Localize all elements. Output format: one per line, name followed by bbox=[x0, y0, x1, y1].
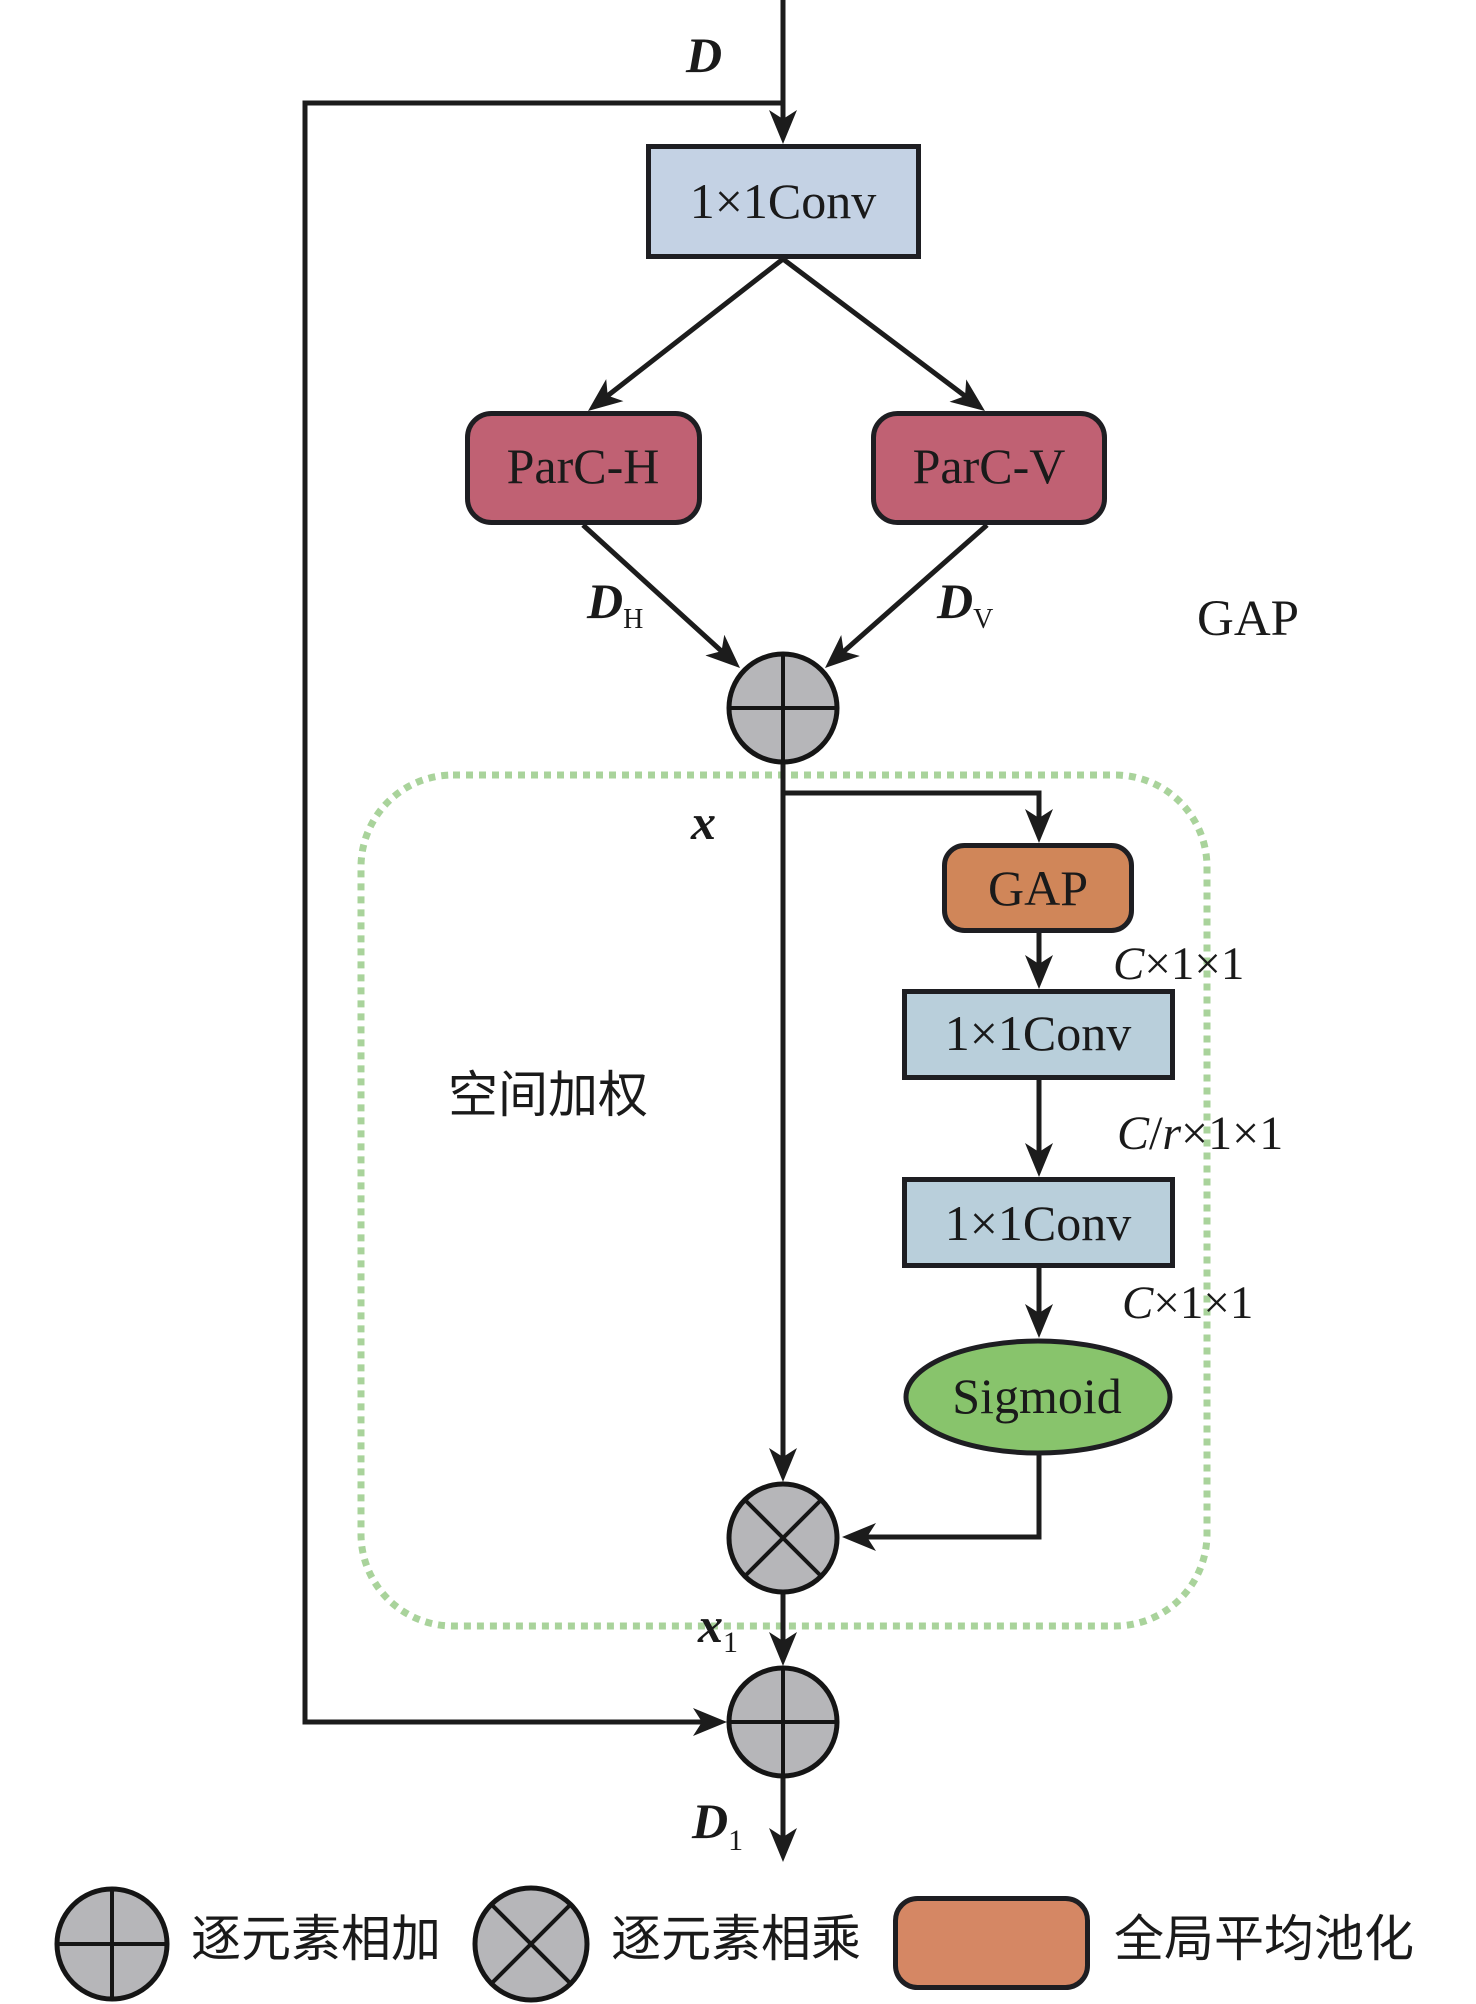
dim-label-after-gap-rest: ×1×1 bbox=[1144, 938, 1244, 990]
sigmoid-ellipse bbox=[903, 1338, 1173, 1456]
conv-1x1-top-label: 1×1Conv bbox=[690, 173, 877, 229]
label-d-v: DV bbox=[936, 573, 993, 635]
conv-1x1-top: 1×1Conv bbox=[646, 144, 921, 259]
conv-1x1-reduce: 1×1Conv bbox=[902, 989, 1175, 1080]
label-d-v-main: D bbox=[936, 573, 973, 629]
stray-gap-label: GAP bbox=[1197, 591, 1299, 647]
parc-h-box bbox=[465, 411, 702, 525]
gap-box bbox=[942, 843, 1134, 933]
parc-v-block: ParC-V bbox=[871, 411, 1107, 525]
dim-label-after-reduce: C/r×1×1 bbox=[1117, 1107, 1283, 1160]
dim-label-after-reduce-rest: ×1×1 bbox=[1181, 1107, 1283, 1160]
element-wise-add-output-icon bbox=[726, 1665, 840, 1779]
input-label-d: D bbox=[685, 27, 722, 83]
sigmoid-label: Sigmoid bbox=[952, 1368, 1121, 1424]
legend-label-gap: 全局平均池化 bbox=[1114, 1910, 1414, 1968]
label-x: x bbox=[690, 794, 716, 850]
spatial-weighting-label: 空间加权 bbox=[448, 1066, 648, 1124]
element-wise-multiply-icon bbox=[726, 1481, 840, 1595]
label-d-h: DH bbox=[586, 573, 643, 635]
conv-1x1-reduce-label: 1×1Conv bbox=[945, 1005, 1132, 1061]
dim-label-after-reduce-var1: C bbox=[1117, 1107, 1150, 1160]
legend-element-wise-multiply-icon bbox=[472, 1885, 590, 2003]
residual-skip-arrow bbox=[302, 100, 783, 1736]
conv-1x1-expand-box bbox=[902, 1177, 1175, 1268]
conv-1x1-top-box bbox=[646, 144, 921, 259]
conv-1x1-expand: 1×1Conv bbox=[902, 1177, 1175, 1268]
dim-label-after-reduce-var2: r bbox=[1162, 1107, 1181, 1160]
conv-1x1-reduce-box bbox=[902, 989, 1175, 1080]
legend: 逐元素相加 逐元素相乘 全局平均池化 bbox=[54, 1885, 1414, 2003]
legend-item-gap: 全局平均池化 bbox=[893, 1896, 1414, 1990]
element-wise-add-icon bbox=[726, 651, 840, 765]
arrow-conv-to-parc-v bbox=[781, 257, 985, 412]
label-d-h-main: D bbox=[586, 573, 623, 629]
arrow-conv-to-parc-h bbox=[587, 257, 785, 412]
label-x1: x1 bbox=[697, 1597, 738, 1659]
parc-h-label: ParC-H bbox=[507, 438, 660, 494]
parc-v-label: ParC-V bbox=[913, 438, 1066, 494]
dim-label-after-expand: C×1×1 bbox=[1122, 1277, 1253, 1329]
output-label-d1: D1 bbox=[691, 1793, 743, 1857]
label-x1-sub: 1 bbox=[723, 1626, 738, 1659]
arrow-sigmoid-to-multiply bbox=[842, 1453, 1042, 1551]
dim-label-after-reduce-slash: / bbox=[1149, 1107, 1163, 1160]
legend-item-multiply: 逐元素相乘 bbox=[472, 1885, 861, 2003]
arrow-parc-h-to-add bbox=[581, 523, 741, 668]
legend-global-average-pooling-icon bbox=[893, 1896, 1090, 1990]
label-x1-main: x bbox=[697, 1597, 723, 1653]
arrow-parc-v-to-add bbox=[825, 523, 989, 668]
gap-block: GAP bbox=[942, 843, 1134, 933]
label-d-h-sub: H bbox=[623, 604, 643, 635]
arrow-x-to-gap bbox=[783, 790, 1053, 843]
dim-label-after-expand-rest: ×1×1 bbox=[1153, 1277, 1253, 1329]
parc-v-box bbox=[871, 411, 1107, 525]
legend-label-multiply: 逐元素相乘 bbox=[611, 1910, 861, 1968]
dim-label-after-gap: C×1×1 bbox=[1113, 938, 1244, 990]
dim-label-after-gap-var: C bbox=[1113, 938, 1145, 990]
legend-label-add: 逐元素相加 bbox=[191, 1910, 441, 1968]
dim-label-after-expand-var: C bbox=[1122, 1277, 1154, 1329]
conv-1x1-expand-label: 1×1Conv bbox=[945, 1195, 1132, 1251]
sigmoid-block: Sigmoid bbox=[903, 1338, 1173, 1456]
gap-label: GAP bbox=[988, 860, 1088, 916]
parc-h-block: ParC-H bbox=[465, 411, 702, 525]
legend-item-add: 逐元素相加 bbox=[54, 1886, 441, 2002]
legend-element-wise-add-icon bbox=[54, 1886, 170, 2002]
label-d-v-sub: V bbox=[973, 604, 993, 635]
output-label-d1-main: D bbox=[691, 1793, 728, 1849]
output-label-d1-sub: 1 bbox=[728, 1824, 743, 1857]
